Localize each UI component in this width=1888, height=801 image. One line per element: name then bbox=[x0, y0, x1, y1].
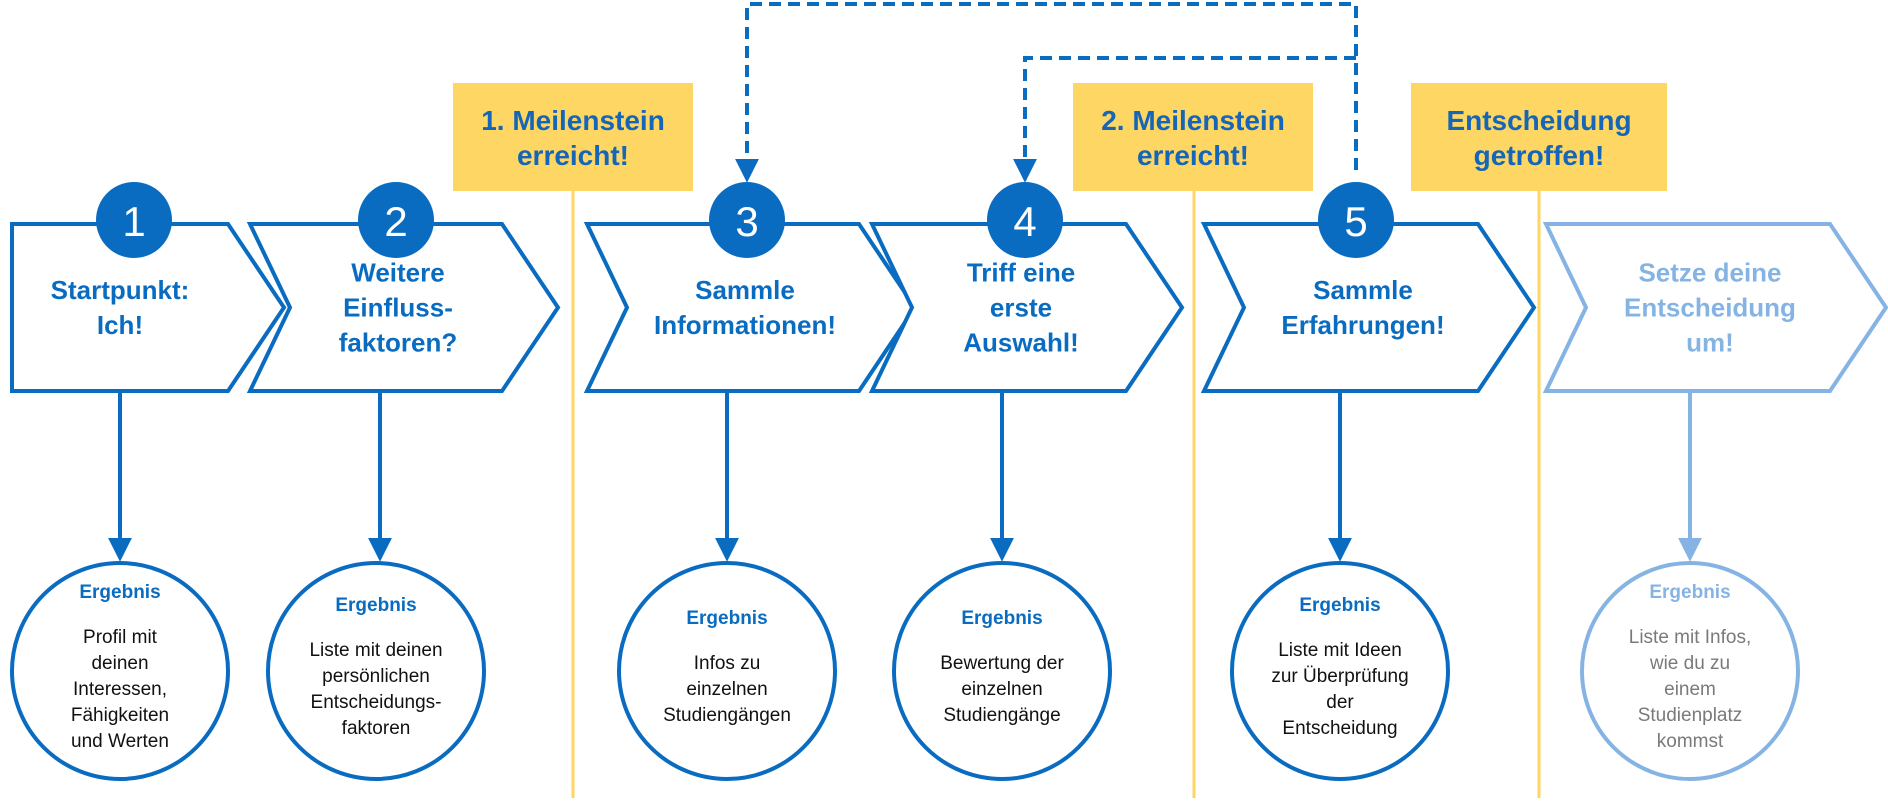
milestone-1: 1. Meilenstein erreicht! bbox=[453, 83, 693, 191]
step-title: Sammle bbox=[695, 275, 795, 305]
milestone-lines bbox=[571, 190, 1541, 798]
step-title: Informationen! bbox=[654, 310, 836, 340]
result-text: Liste mit Ideen bbox=[1278, 640, 1402, 661]
result-text: faktoren bbox=[342, 718, 411, 739]
result-text: Entscheidungs- bbox=[311, 692, 442, 713]
step-title: um! bbox=[1686, 328, 1734, 358]
result-circle bbox=[892, 561, 1112, 781]
step-number: 3 bbox=[735, 198, 758, 245]
result-text: Entscheidung bbox=[1282, 718, 1397, 739]
step-chevron bbox=[1542, 222, 1888, 393]
result-text: und Werten bbox=[71, 731, 169, 752]
step-number-badge bbox=[987, 182, 1063, 258]
step-number-badge bbox=[358, 182, 434, 258]
result-circle bbox=[266, 561, 486, 781]
step-chevron bbox=[246, 222, 561, 393]
milestone-label: 2. Meilenstein bbox=[1101, 105, 1285, 136]
result-circle bbox=[1230, 561, 1450, 781]
result-text: kommst bbox=[1657, 731, 1724, 752]
step-title: Einfluss- bbox=[343, 293, 453, 323]
result-text: Interessen, bbox=[73, 679, 167, 700]
step-chevron bbox=[1200, 222, 1537, 393]
result-text: Studiengänge bbox=[943, 705, 1060, 726]
step-number-badge bbox=[709, 182, 785, 258]
step-title: Weitere bbox=[351, 258, 444, 288]
step-chevron bbox=[583, 222, 918, 393]
result-heading: Ergebnis bbox=[79, 582, 160, 603]
milestone-2: 2. Meilenstein erreicht! bbox=[1073, 83, 1313, 191]
result-text: Studiengängen bbox=[663, 705, 791, 726]
result-text: Liste mit deinen bbox=[309, 640, 442, 661]
result-text: Infos zu bbox=[694, 653, 761, 674]
step-title: Sammle bbox=[1313, 275, 1413, 305]
step-title: Erfahrungen! bbox=[1281, 310, 1444, 340]
result-heading: Ergebnis bbox=[335, 595, 416, 616]
result-text: Liste mit Infos, bbox=[1629, 627, 1752, 648]
result-text: einem bbox=[1664, 679, 1716, 700]
result-heading: Ergebnis bbox=[961, 608, 1042, 629]
milestone-label: 1. Meilenstein bbox=[481, 105, 665, 136]
step-number: 4 bbox=[1013, 198, 1036, 245]
milestone-label: erreicht! bbox=[1137, 140, 1249, 171]
step-chevron bbox=[868, 222, 1185, 393]
milestone-3: Entscheidung getroffen! bbox=[1411, 83, 1667, 191]
milestone-boxes: 1. Meilenstein erreicht! 2. Meilenstein err… bbox=[453, 83, 1667, 191]
result-circle bbox=[617, 561, 837, 781]
step-number: 1 bbox=[122, 198, 145, 245]
feedback-loops bbox=[735, 2, 1358, 183]
step-title: Auswahl! bbox=[963, 328, 1079, 358]
milestone-box bbox=[453, 83, 693, 191]
result-text: einzelnen bbox=[686, 679, 767, 700]
result-text: Studienplatz bbox=[1638, 705, 1743, 726]
result-text: wie du zu bbox=[1649, 653, 1730, 674]
result-text: zur Überprüfung bbox=[1271, 666, 1408, 687]
step-title: erste bbox=[990, 293, 1052, 323]
step-number: 5 bbox=[1344, 198, 1367, 245]
step-title: Ich! bbox=[97, 310, 143, 340]
result-text: Profil mit bbox=[83, 627, 158, 648]
step-title: Entscheidung bbox=[1624, 293, 1796, 323]
feedback-loop-to-step-3 bbox=[735, 2, 1358, 183]
milestone-label: erreicht! bbox=[517, 140, 629, 171]
result-circle bbox=[1580, 561, 1800, 781]
result-heading: Ergebnis bbox=[686, 608, 767, 629]
milestone-label: getroffen! bbox=[1474, 140, 1605, 171]
result-circle bbox=[10, 561, 230, 781]
step-title: Triff eine bbox=[967, 258, 1075, 288]
step-chevron bbox=[10, 222, 287, 393]
result-text: einzelnen bbox=[961, 679, 1042, 700]
step-title: faktoren? bbox=[339, 328, 457, 358]
milestone-box bbox=[1073, 83, 1313, 191]
result-heading: Ergebnis bbox=[1649, 582, 1730, 603]
step-title: Startpunkt: bbox=[51, 275, 190, 305]
result-text: deinen bbox=[91, 653, 148, 674]
result-text: der bbox=[1326, 692, 1354, 713]
step-number-badge bbox=[1318, 182, 1394, 258]
result-text: Fähigkeiten bbox=[71, 705, 169, 726]
step-number-badge bbox=[96, 182, 172, 258]
step-title: Setze deine bbox=[1638, 258, 1781, 288]
result-text: Bewertung der bbox=[940, 653, 1064, 674]
result-heading: Ergebnis bbox=[1299, 595, 1380, 616]
result-text: persönlichen bbox=[322, 666, 430, 687]
milestone-box bbox=[1411, 83, 1667, 191]
step-number: 2 bbox=[384, 198, 407, 245]
milestone-label: Entscheidung bbox=[1446, 105, 1631, 136]
feedback-loop-to-step-4 bbox=[1013, 56, 1356, 183]
